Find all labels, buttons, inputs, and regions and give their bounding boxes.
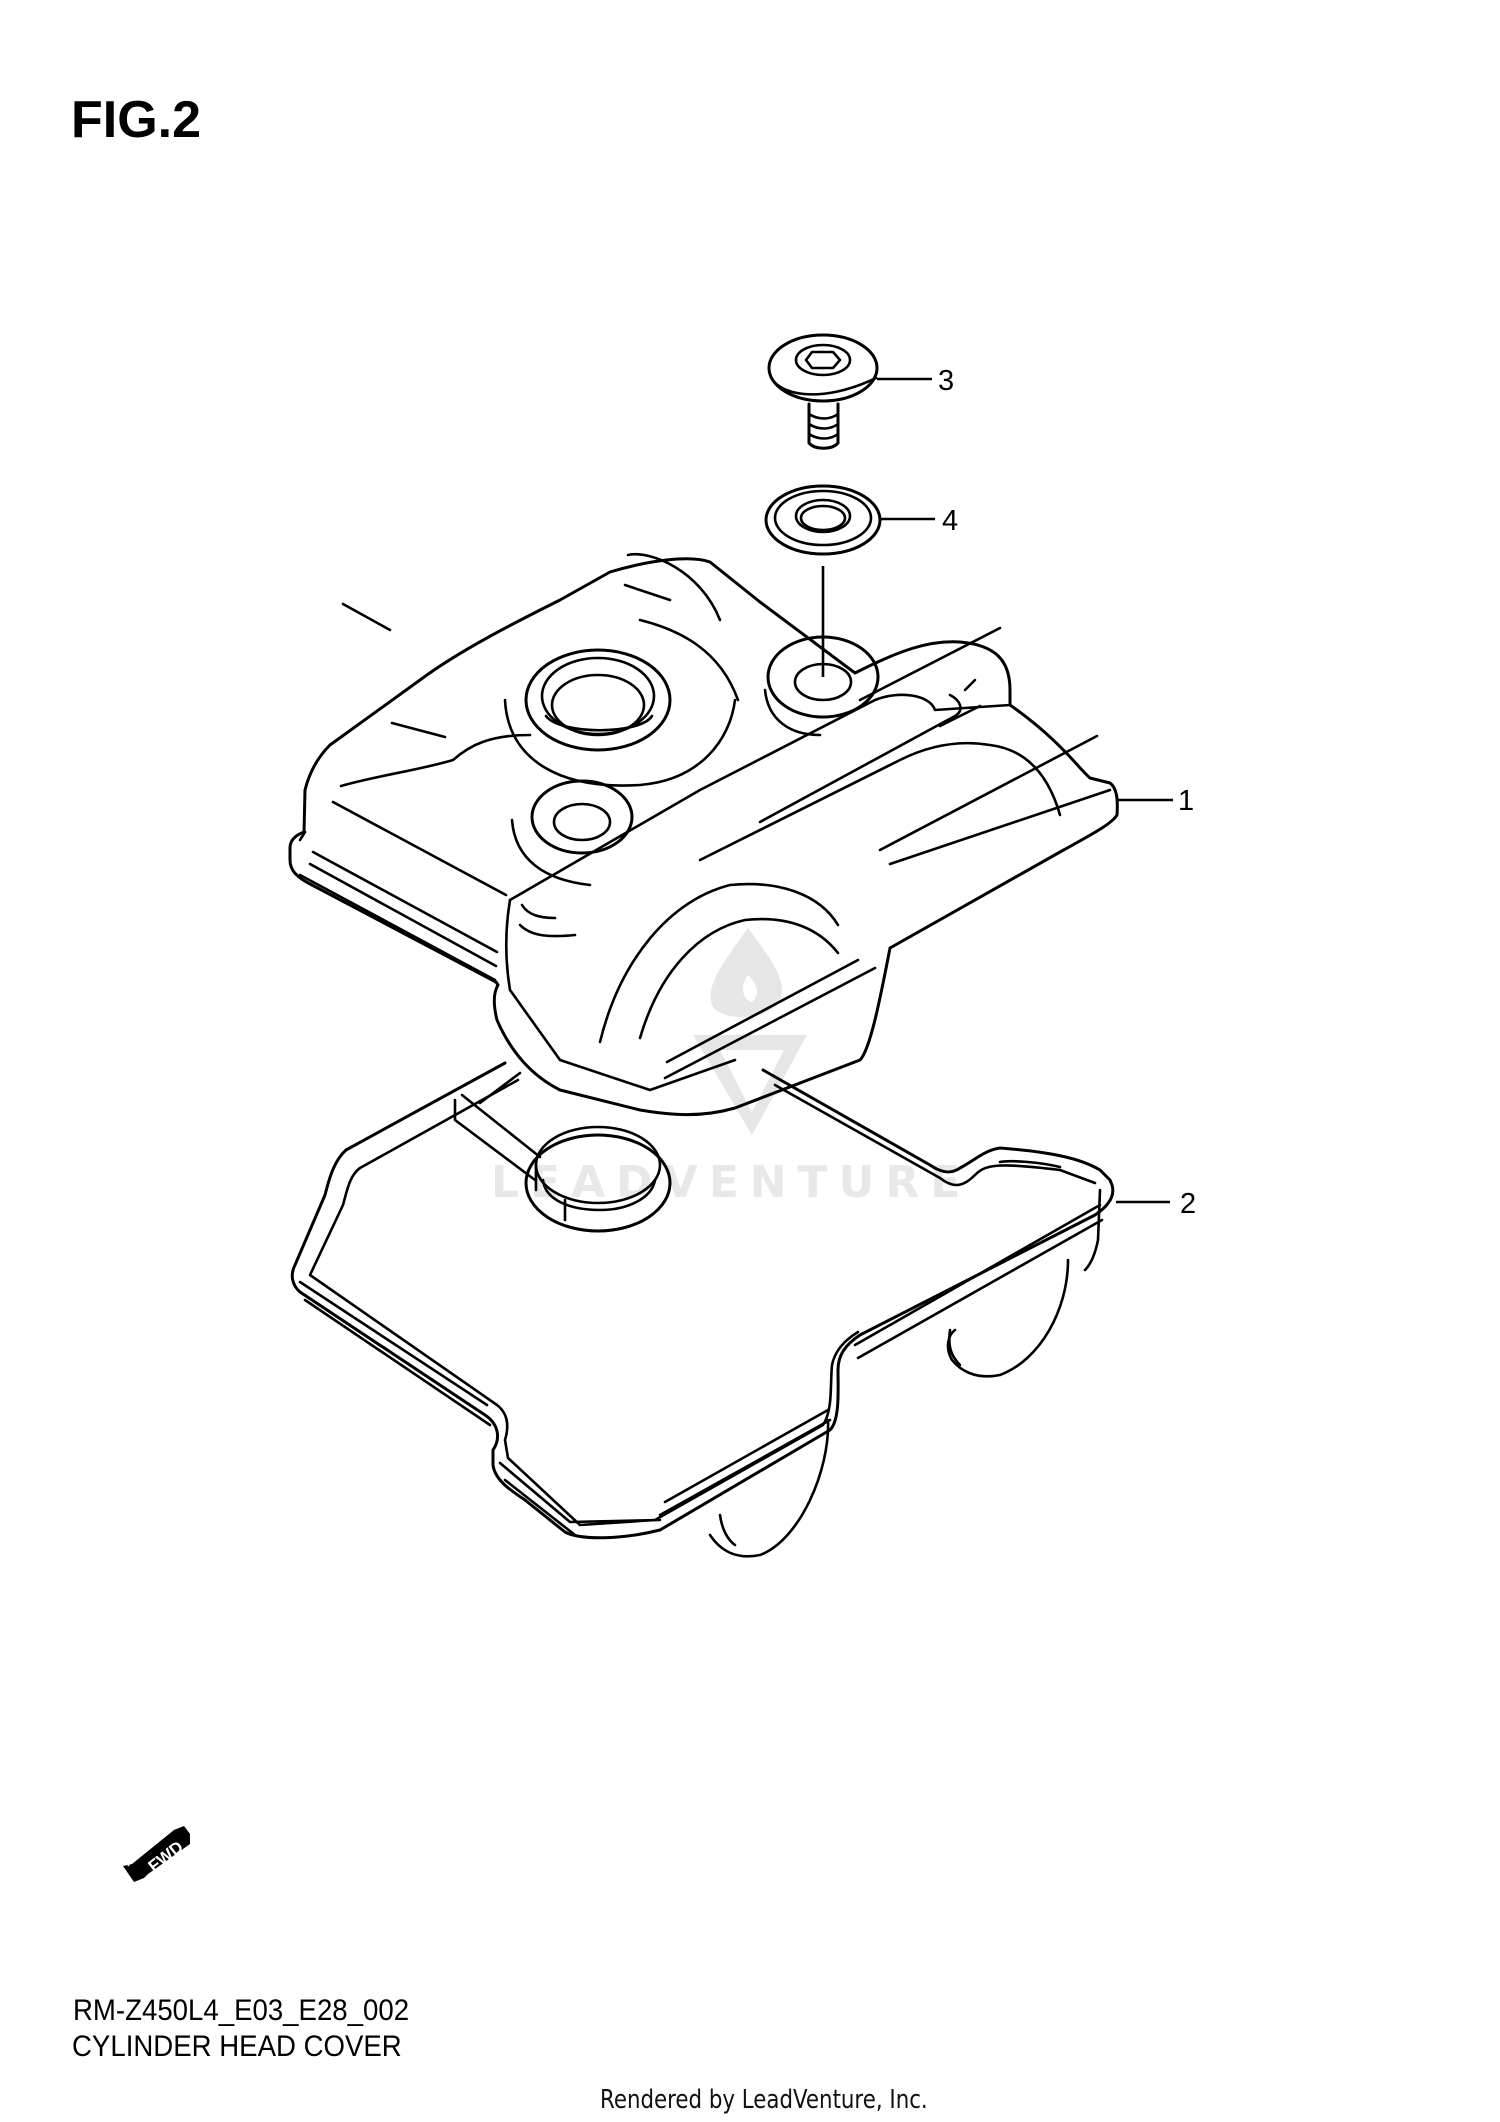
footer-credit: Rendered by LeadVenture, Inc.	[600, 2085, 928, 2115]
callout-4[interactable]: 4	[942, 505, 958, 537]
washer-part-4[interactable]	[764, 484, 882, 556]
figure-title: FIG.2	[71, 91, 202, 149]
forward-arrow-icon: FWD	[123, 1826, 190, 1882]
callout-2[interactable]: 2	[1180, 1188, 1196, 1220]
callout-1[interactable]: 1	[1178, 785, 1194, 817]
callout-3[interactable]: 3	[938, 365, 954, 397]
diagram-section-name: CYLINDER HEAD COVER	[72, 2030, 402, 2063]
bolt-part-3[interactable]	[767, 333, 879, 450]
gasket-part-2[interactable]	[290, 1061, 1115, 1558]
cylinder-head-cover-part-1[interactable]	[288, 552, 1119, 1117]
watermark-logo-icon	[693, 928, 807, 1135]
diagram-part-code: RM-Z450L4_E03_E28_002	[73, 1994, 410, 2027]
watermark-text: LEADVENTURE	[491, 1157, 971, 1208]
